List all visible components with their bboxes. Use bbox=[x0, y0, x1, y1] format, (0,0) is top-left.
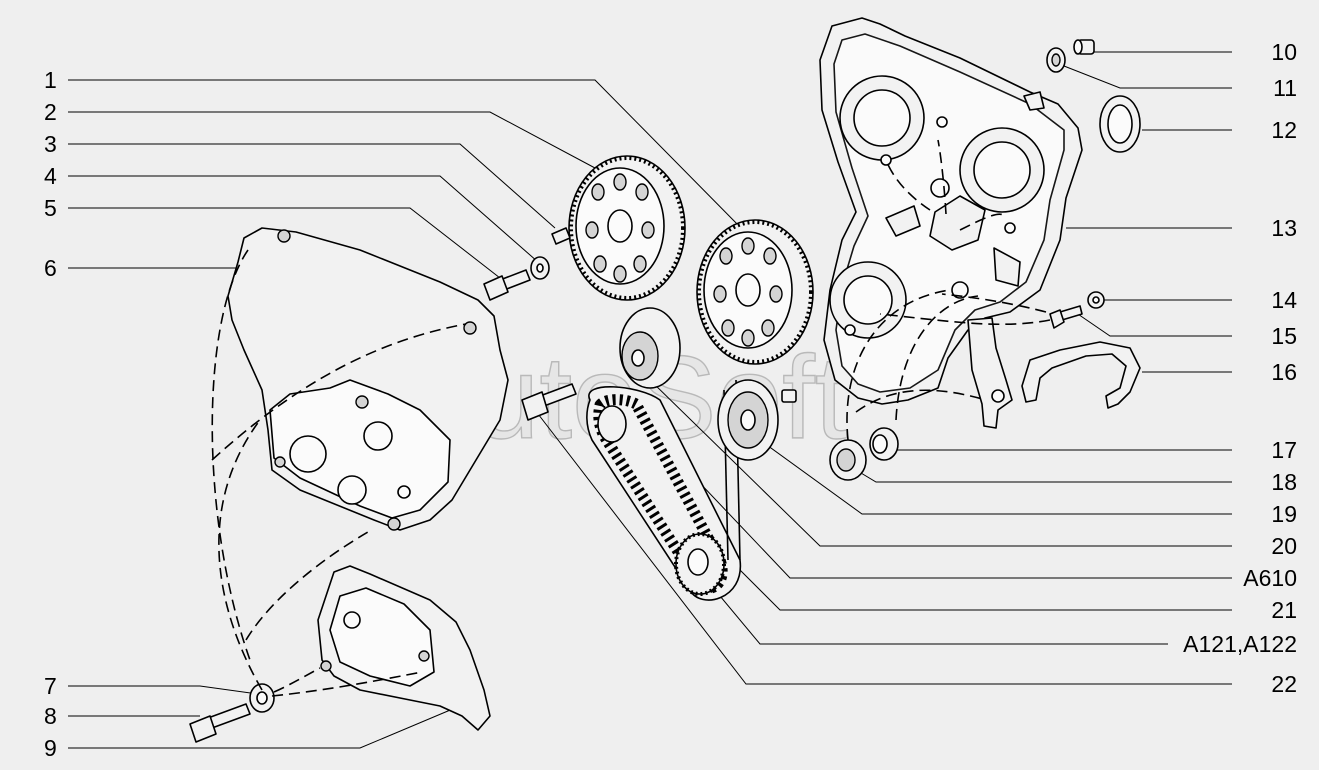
part-5-bolt bbox=[483, 269, 531, 301]
leader-19 bbox=[759, 439, 1232, 515]
callout-13: 13 bbox=[1271, 215, 1297, 241]
part-18-grommet bbox=[829, 439, 867, 481]
upper-front-cover bbox=[227, 227, 509, 531]
callouts-left: 1 2 3 4 5 6 7 8 9 bbox=[44, 67, 57, 761]
part-11-bushing bbox=[1046, 47, 1066, 73]
leader-9 bbox=[68, 707, 456, 749]
callout-17: 17 bbox=[1271, 437, 1297, 463]
leader-11 bbox=[1063, 65, 1232, 89]
part-12-oil-seal bbox=[1099, 95, 1141, 153]
callout-5: 5 bbox=[44, 195, 57, 221]
rear-timing-cover bbox=[819, 17, 1083, 405]
leader-a121-a122 bbox=[689, 559, 1168, 645]
part-7-washer bbox=[249, 683, 275, 713]
callout-3: 3 bbox=[44, 131, 57, 157]
callout-16: 16 bbox=[1271, 359, 1297, 385]
callout-10: 10 bbox=[1271, 39, 1297, 65]
callout-15: 15 bbox=[1271, 323, 1297, 349]
part-15-bolt bbox=[1049, 305, 1083, 329]
part-4-washer bbox=[530, 256, 550, 280]
tension-roller bbox=[597, 307, 681, 443]
callout-22: 22 bbox=[1271, 671, 1297, 697]
callout-18: 18 bbox=[1271, 469, 1297, 495]
leader-3 bbox=[68, 143, 556, 229]
leader-21 bbox=[729, 559, 1232, 611]
callout-21: 21 bbox=[1271, 597, 1297, 623]
callout-9: 9 bbox=[44, 735, 57, 761]
callout-a610: A610 bbox=[1243, 565, 1297, 591]
callout-12: 12 bbox=[1271, 117, 1297, 143]
part-22-bolt bbox=[521, 383, 577, 421]
crankshaft-pulley bbox=[674, 532, 726, 596]
leader-7 bbox=[68, 685, 259, 695]
part-10-plug bbox=[1073, 39, 1095, 55]
leader-1 bbox=[68, 79, 746, 233]
leader-22 bbox=[534, 409, 1232, 685]
callout-7: 7 bbox=[44, 673, 57, 699]
idler-pulley bbox=[717, 379, 797, 461]
lower-front-cover bbox=[317, 565, 491, 731]
callout-a121-a122: A121,A122 bbox=[1183, 631, 1297, 657]
part-14-washer bbox=[1087, 291, 1105, 309]
part-17-bushing bbox=[869, 427, 899, 461]
camshaft-pulley-exhaust bbox=[696, 219, 814, 365]
callout-8: 8 bbox=[44, 703, 57, 729]
leader-5 bbox=[68, 207, 501, 279]
callout-2: 2 bbox=[44, 99, 57, 125]
callout-6: 6 bbox=[44, 255, 57, 281]
part-16-clip bbox=[1021, 341, 1141, 409]
part-3-key bbox=[551, 227, 571, 245]
leader-4 bbox=[68, 175, 539, 263]
callouts-right: 10 11 12 13 14 15 16 17 18 19 20 A610 21… bbox=[1183, 39, 1297, 697]
assembly-dashed-lines bbox=[211, 139, 1051, 697]
callout-4: 4 bbox=[44, 163, 57, 189]
tensioner-bracket bbox=[967, 317, 1013, 429]
leader-2 bbox=[68, 111, 596, 169]
callout-11: 11 bbox=[1273, 75, 1297, 101]
callout-20: 20 bbox=[1271, 533, 1297, 559]
camshaft-pulley-intake bbox=[568, 155, 686, 301]
part-8-bolt bbox=[189, 703, 251, 743]
leader-18 bbox=[855, 469, 1232, 483]
callout-14: 14 bbox=[1271, 287, 1297, 313]
callout-19: 19 bbox=[1271, 501, 1297, 527]
leader-15 bbox=[1071, 309, 1232, 337]
callout-1: 1 bbox=[44, 67, 57, 93]
leader-20 bbox=[649, 379, 1232, 547]
